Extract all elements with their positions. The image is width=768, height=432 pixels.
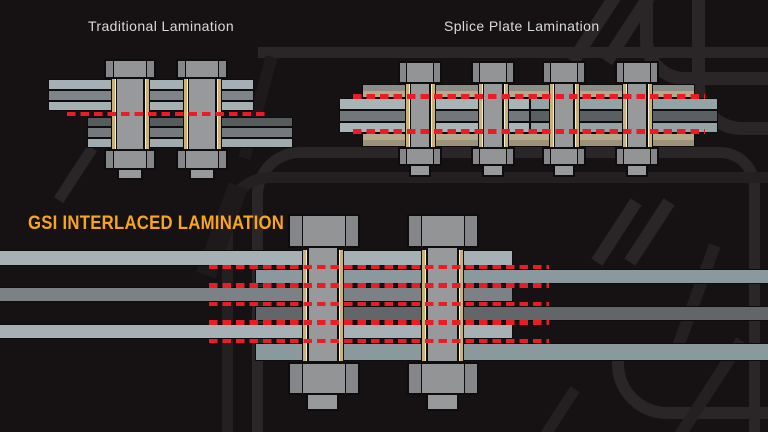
bolt-head-bottom (471, 147, 515, 166)
bolt-tip (409, 164, 431, 177)
bolt-head-bottom (398, 147, 442, 166)
circuit-trace (54, 145, 97, 203)
bolt-head-facet (617, 149, 624, 164)
bolt-head-facet (409, 216, 422, 246)
bolt-head-facet (290, 216, 303, 246)
bus-bar (48, 79, 254, 90)
washer-strip (478, 84, 484, 147)
bolt-tip (553, 164, 575, 177)
bolt-shaft (627, 80, 647, 150)
joint-line (67, 111, 267, 116)
bolt-head-bottom (407, 362, 479, 395)
bus-bar (48, 90, 254, 101)
bolt-head-facet (106, 151, 114, 168)
bolt-head-top (104, 59, 156, 79)
washer-strip (430, 84, 436, 147)
bolt-head-top (615, 61, 659, 84)
bolt-tip (482, 164, 504, 177)
bolt-head-facet (146, 151, 154, 168)
bolt-head-facet (650, 63, 657, 82)
washer-strip (574, 84, 580, 147)
washer-strip (622, 84, 628, 147)
splice-plate-lower (362, 133, 695, 147)
bolt-head-facet (617, 63, 624, 82)
bolt-head-top (288, 214, 360, 248)
bolt-head-bottom (288, 362, 360, 395)
bolt-head-facet (290, 364, 303, 393)
washer-strip (405, 84, 411, 147)
bolt-head-top (176, 59, 228, 79)
bolt-head-facet (400, 63, 407, 82)
bolt-head-facet (345, 216, 358, 246)
circuit-trace (258, 47, 768, 58)
bolt-head-facet (400, 149, 407, 164)
bolt-head-facet (345, 364, 358, 393)
gsi-title: GSI INTERLACED LAMINATION (28, 213, 285, 234)
bolt-head-facet (146, 61, 154, 77)
bolt-head-facet (218, 151, 226, 168)
bolt-head-facet (178, 151, 186, 168)
bolt-head-facet (544, 149, 551, 164)
bolt-head-bottom (542, 147, 586, 166)
bolt-head-top (407, 214, 479, 248)
bolt-tip (189, 169, 215, 180)
bolt-head-facet (106, 61, 114, 77)
bolt-head-facet (506, 63, 513, 82)
bolt-shaft (554, 80, 574, 150)
bolt-head-facet (650, 149, 657, 164)
bolt-tip (117, 169, 143, 180)
bolt-tip (426, 393, 459, 411)
joint-line (209, 338, 549, 343)
bolt-head-facet (473, 149, 480, 164)
splice-plate-title: Splice Plate Lamination (444, 18, 600, 34)
bolt-head-facet (464, 364, 477, 393)
bolt-shaft (483, 80, 503, 150)
joint-line (209, 301, 549, 306)
washer-strip (647, 84, 653, 147)
bolt-head-bottom (104, 149, 156, 170)
joint-line (209, 283, 549, 288)
joint-line (209, 264, 549, 270)
joint-line (209, 320, 549, 325)
bolt-head-facet (577, 63, 584, 82)
bolt-head-bottom (615, 147, 659, 166)
bolt-head-facet (433, 149, 440, 164)
bolt-head-facet (464, 216, 477, 246)
bolt-head-top (471, 61, 515, 84)
bolt-tip (626, 164, 648, 177)
bus-bar (48, 100, 254, 111)
bolt-head-facet (178, 61, 186, 77)
bolt-head-facet (506, 149, 513, 164)
bolt-head-facet (544, 63, 551, 82)
bolt-shaft (410, 80, 430, 150)
joint-line (353, 129, 705, 134)
washer-strip (503, 84, 509, 147)
bolt-tip (306, 393, 339, 411)
bolt-head-facet (409, 364, 422, 393)
bolt-head-bottom (176, 149, 228, 170)
joint-line (353, 94, 705, 99)
bolt-head-top (542, 61, 586, 84)
bolt-head-facet (433, 63, 440, 82)
bolt-head-top (398, 61, 442, 84)
bolt-head-facet (577, 149, 584, 164)
bolt-head-facet (473, 63, 480, 82)
traditional-title: Traditional Lamination (88, 18, 235, 34)
washer-strip (549, 84, 555, 147)
bolt-head-facet (218, 61, 226, 77)
